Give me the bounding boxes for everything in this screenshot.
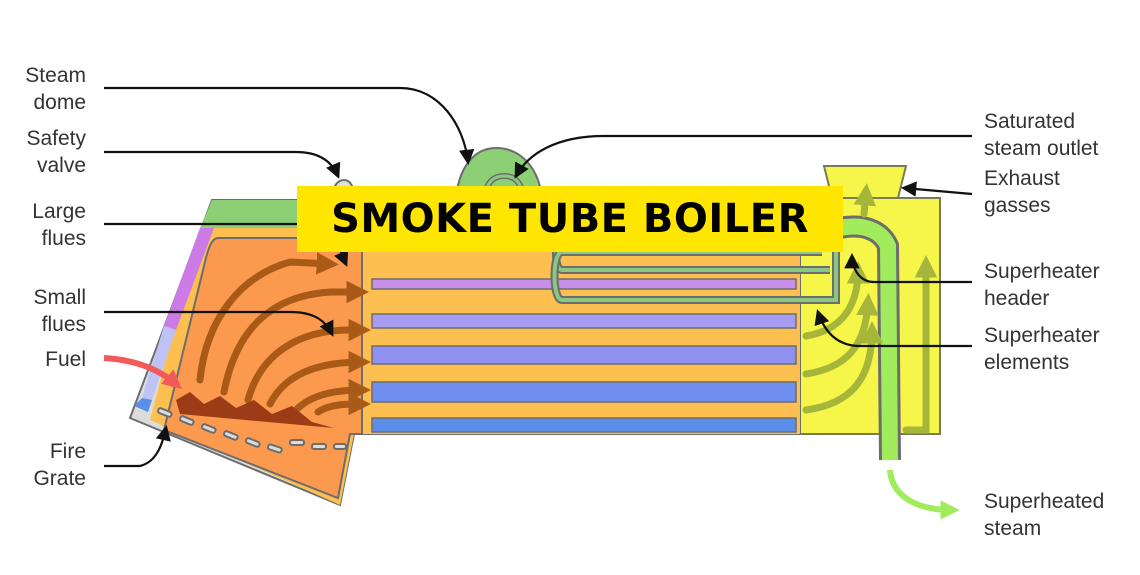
leader-small-flues: [104, 310, 334, 337]
fire-grate: [156, 407, 347, 454]
page-title: SMOKE TUBE BOILER: [331, 196, 809, 242]
smokebox-gas-arrows: [802, 183, 938, 434]
leader-fire-grate: [104, 424, 171, 468]
label-superheater-elements: Superheater elements: [984, 324, 1100, 374]
label-superheater-header: Superheater header: [984, 260, 1100, 310]
burning-fuel: [176, 392, 334, 428]
leader-saturated-outlet: [514, 134, 972, 179]
superheated-steam-arrow: [887, 469, 960, 520]
leader-exhaust: [900, 181, 973, 197]
small-flue-tube: [371, 345, 797, 365]
label-safety-valve: Safety valve: [26, 127, 86, 177]
label-small-flues: Small flues: [33, 286, 86, 336]
leader-safety-valve: [104, 150, 341, 179]
small-flue-tube: [371, 381, 797, 403]
label-steam-dome: Steam dome: [25, 64, 86, 114]
fuel-arrow: [103, 355, 182, 389]
firebox-wall-strip-lower: [142, 326, 176, 400]
label-saturated-steam-outlet: Saturated steam outlet: [984, 110, 1099, 160]
label-superheated-steam: Superheated steam: [984, 490, 1105, 540]
label-large-flues: Large flues: [32, 200, 86, 250]
label-exhaust-gasses: Exhaust gasses: [984, 167, 1060, 217]
label-fire-grate: Fire Grate: [33, 440, 86, 490]
small-flue-tube: [371, 313, 797, 329]
leader-superheater-elements: [814, 309, 972, 348]
firebox-wall-strip: [164, 228, 214, 330]
firebox-flame-arrows: [196, 252, 371, 416]
superheated-steam-pipe: [838, 218, 898, 461]
label-fuel: Fuel: [45, 348, 86, 371]
small-flue-tube: [371, 417, 797, 433]
flue-tubes: [371, 278, 797, 433]
leader-steam-dome: [104, 86, 475, 166]
leader-superheater-header: [844, 252, 972, 284]
large-flue-tube: [371, 278, 797, 290]
title-banner: SMOKE TUBE BOILER: [297, 186, 843, 252]
